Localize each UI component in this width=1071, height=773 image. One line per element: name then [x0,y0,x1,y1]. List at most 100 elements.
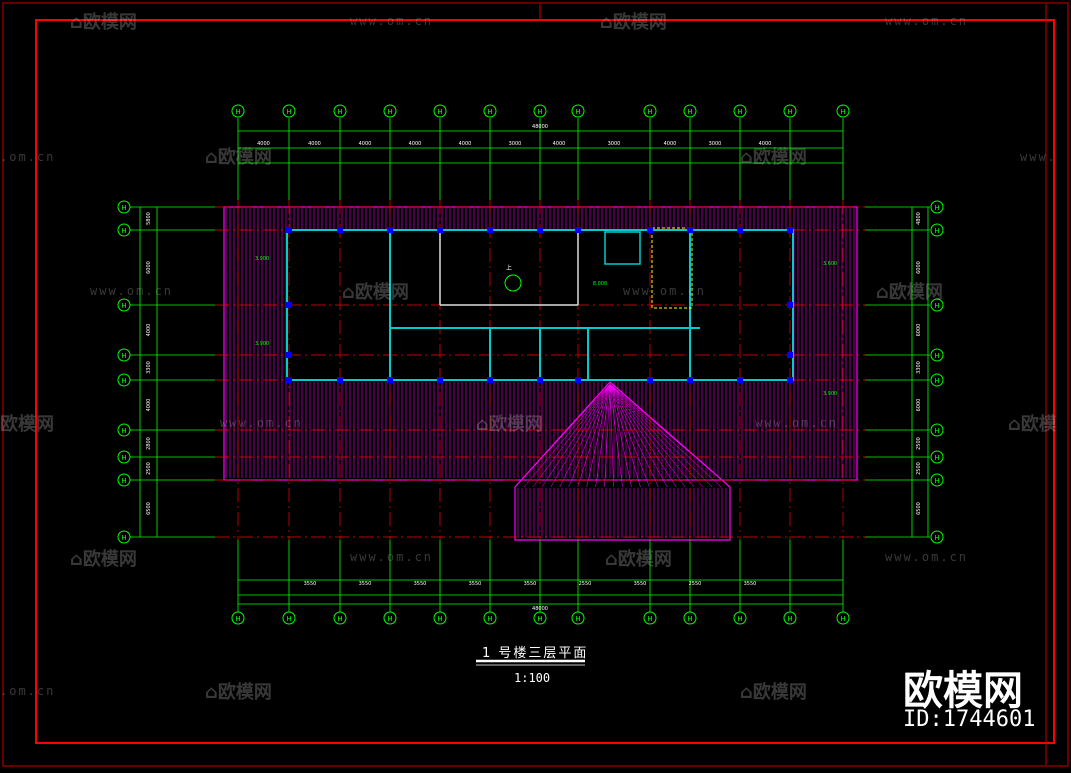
grid-bubble-top-label: H [737,108,742,116]
watermark-logo: ⌂欧模网 [600,12,667,33]
entrance-roof-outline [514,381,731,541]
grid-bubble-bottom [836,611,850,625]
dimension-text-top: 4000 [257,141,270,147]
dimension-text-left: 4000 [146,324,152,337]
dimension-text-right: 2500 [916,437,922,450]
structural-column [537,377,543,383]
gable-hatch-line [577,383,611,488]
grid-bubble-right [930,473,944,487]
toilet-box [651,227,693,309]
grid-bubble-bottom-label: H [737,615,742,623]
grid-bubble-bottom-label: H [286,615,291,623]
grid-bubble-bottom-label: H [687,615,692,623]
grid-bubble-top [383,104,397,118]
grid-bubble-left [117,223,131,237]
grid-bubble-top-label: H [537,108,542,116]
dimension-text-bottom: 2550 [579,581,592,587]
gable-hatch-line [550,383,611,488]
gable-hatch-line [609,383,641,488]
column-marker [504,274,522,292]
structural-column [737,377,743,383]
drawing-scale: 1:100 [514,671,551,685]
dimension-text-right: 3300 [916,361,922,374]
grid-bubble-top [643,104,657,118]
stair-label: 上 [506,264,512,272]
grid-bubble-top-label: H [687,108,692,116]
grid-bubble-top [282,104,296,118]
grid-bubble-top-label: H [286,108,291,116]
grid-bubble-left-label: H [121,352,126,360]
gable-hatch-line [595,383,611,488]
grid-bubble-top-label: H [787,108,792,116]
watermark-logo: ⌂欧模网 [740,682,807,703]
watermark-logo: ⌂欧模网 [342,282,409,303]
grid-bubble-right-label: H [934,427,939,435]
gable-hatch-line [609,383,677,488]
overall-dimension-top: 48000 [532,124,548,130]
gable-hatch-line [604,383,611,488]
grid-bubble-bottom [433,611,447,625]
structural-column [286,377,292,383]
structural-column [286,302,292,308]
grid-bubble-bottom-label: H [235,615,240,623]
grid-bubble-top-label: H [575,108,580,116]
grid-bubble-bottom-label: H [787,615,792,623]
structural-column [337,377,343,383]
grid-bubble-bottom-label: H [575,615,580,623]
structural-column [575,377,581,383]
gable-hatch-line [609,383,704,488]
structural-column [387,377,393,383]
grid-bubble-bottom [483,611,497,625]
watermark-url: www.om.cn [220,416,304,430]
grid-bubble-top-label: H [840,108,845,116]
brand-id: ID:1744601 [903,707,1036,732]
watermark-url: .om.cn [0,684,56,698]
dimension-text-top: 4000 [459,141,472,147]
grid-bubble-right-label: H [934,302,939,310]
brand-watermark: 欧模网 [903,668,1023,714]
dimension-text-left: 6500 [146,502,152,515]
grid-bubble-right [930,373,944,387]
watermark-logo: ⌂欧模网 [70,12,137,33]
grid-bubble-bottom [643,611,657,625]
dimension-text-top: 3000 [509,141,522,147]
structural-column [286,227,292,233]
gable-hatch-line [609,383,695,488]
grid-bubble-right [930,348,944,362]
dimension-text-top: 4000 [359,141,372,147]
dimension-text-top: 3000 [709,141,722,147]
grid-bubble-top [533,104,547,118]
structural-column [737,227,743,233]
structural-column [286,352,292,358]
gable-hatch-line [609,383,668,488]
grid-bubble-left-label: H [121,477,126,485]
grid-bubble-top [333,104,347,118]
grid-bubble-bottom [333,611,347,625]
dimension-text-top: 4000 [409,141,422,147]
grid-bubble-bottom [683,611,697,625]
dimension-text-bottom: 3550 [469,581,482,587]
dimension-text-top: 3000 [608,141,621,147]
dimension-text-top: 4000 [308,141,321,147]
grid-bubble-left [117,473,131,487]
grid-bubble-top-label: H [647,108,652,116]
level-mark: 3.900 [255,341,269,347]
watermark-logo: ⌂欧模网 [476,414,543,435]
watermark-logo: ⌂欧模网 [740,147,807,168]
watermark-url: .om.cn [0,150,56,164]
grid-bubble-top-label: H [437,108,442,116]
dimension-text-bottom: 3550 [359,581,372,587]
grid-bubble-right-label: H [934,534,939,542]
grid-bubble-left [117,423,131,437]
grid-bubble-bottom-label: H [387,615,392,623]
watermark-logo: ⌂欧模网 [605,549,672,570]
dimension-text-left: 3300 [146,361,152,374]
level-mark: 8.000 [593,281,607,287]
grid-bubble-top-label: H [387,108,392,116]
columns-group [286,227,793,383]
structural-column [487,377,493,383]
